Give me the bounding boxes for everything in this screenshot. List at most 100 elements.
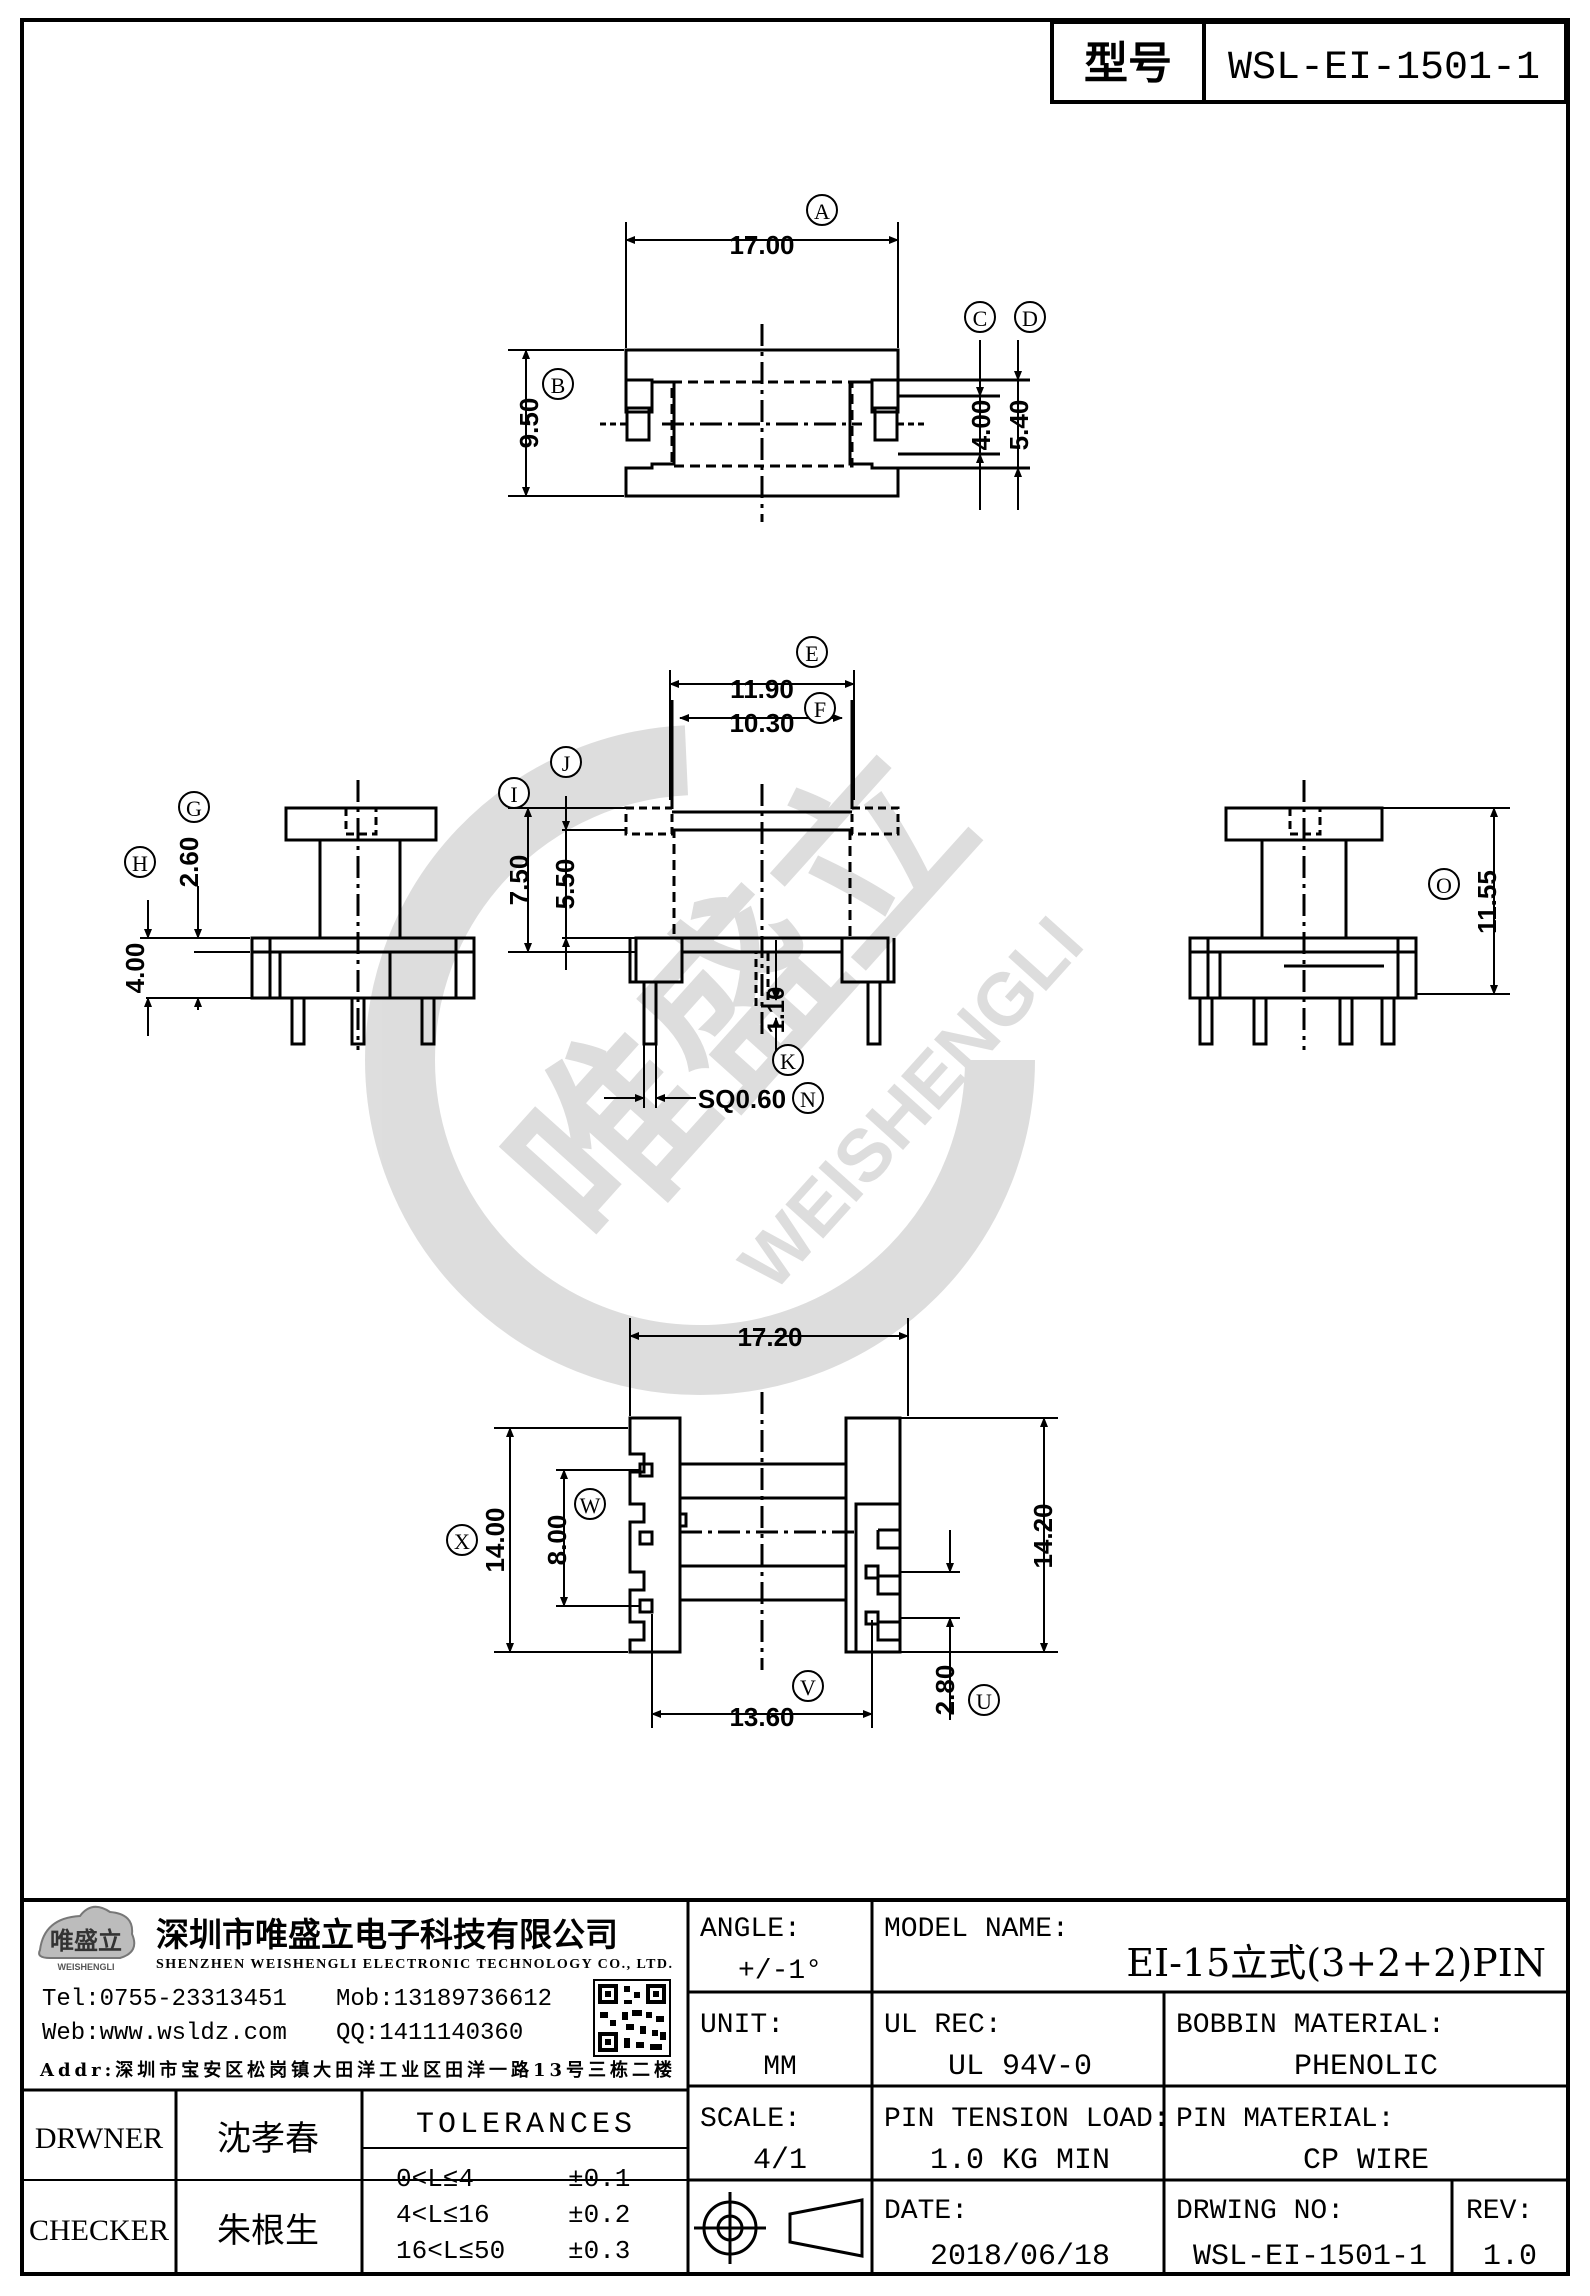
callout-x: X: [454, 1529, 470, 1554]
pin-material-label: PIN MATERIAL:: [1176, 2104, 1394, 2135]
model-value: EI-15立式(3+2+2)PIN: [1126, 1941, 1546, 1985]
dim-c: 4.00 C: [964, 301, 996, 510]
company-mob: Mob:13189736612: [336, 1986, 552, 2013]
title-block: [22, 1898, 1568, 2274]
callout-i: I: [510, 782, 517, 807]
company-logo-sub: WEISHENGLI: [57, 1962, 114, 1972]
dim-n: SQ0.60 N: [604, 1044, 824, 1114]
dim-k-value: 1.10: [763, 987, 790, 1034]
dim-c-value: 4.00: [966, 400, 996, 451]
callout-w: W: [580, 1493, 601, 1518]
dim-b-value: 9.50: [514, 398, 544, 449]
dim-i-value: 7.50: [504, 855, 534, 906]
dim-f: 10.30 F: [679, 692, 843, 738]
bobbin-value: PHENOLIC: [1294, 2050, 1438, 2084]
callout-g: G: [186, 796, 202, 821]
dim-right-h-value: 14.20: [1028, 1503, 1058, 1568]
dim-j: 5.50 J: [550, 746, 636, 970]
tol-row-3-tol: ±0.3: [568, 2236, 630, 2266]
drawer-value: 沈孝春: [217, 2119, 319, 2159]
callout-n: N: [800, 1087, 816, 1112]
dim-top-w-value: 17.20: [737, 1322, 802, 1352]
dim-b: 9.50 B: [508, 349, 624, 497]
dim-w-value: 8.00: [542, 1515, 572, 1566]
view-bottom: [628, 1392, 902, 1670]
tolerances-title: TOLERANCES: [416, 2108, 636, 2142]
tol-row-1-range: 0<L≤4: [396, 2164, 474, 2194]
view-top: [600, 324, 1030, 522]
drawer-label: DRWNER: [35, 2122, 163, 2155]
view-right-side: [1188, 780, 1418, 1050]
company-name-en: SHENZHEN WEISHENGLI ELECTRONIC TECHNOLOG…: [156, 1957, 672, 1972]
scale-value: 4/1: [753, 2144, 807, 2178]
unit-label: UNIT:: [700, 2010, 784, 2041]
checker-label: CHECKER: [29, 2214, 169, 2247]
qr-code: [593, 1979, 671, 2057]
date-value: 2018/06/18: [930, 2240, 1110, 2274]
company-addr: Addr:深圳市宝安区松岗镇大田洋工业区田洋一路13号三栋二楼: [39, 2059, 672, 2081]
unit-value: MM: [763, 2052, 797, 2083]
company-logo: 唯盛立 WEISHENGLI: [38, 1905, 136, 1972]
tension-value: 1.0 KG MIN: [930, 2144, 1110, 2178]
callout-j: J: [562, 751, 571, 776]
drawing-no-value: WSL-EI-1501-1: [1193, 2240, 1427, 2274]
dim-x: 14.00 X: [446, 1427, 628, 1653]
dim-top-w: 17.20: [629, 1318, 909, 1416]
dim-d-value: 5.40: [1004, 400, 1034, 451]
dim-o: 11.55 O: [1382, 807, 1510, 995]
projection-symbol: [694, 2192, 864, 2264]
view-left-side: [250, 780, 476, 1050]
angle-label: ANGLE:: [700, 1914, 801, 1945]
callout-e: E: [805, 641, 818, 666]
bobbin-label: BOBBIN MATERIAL:: [1176, 2010, 1445, 2041]
model-box-value: WSL-EI-1501-1: [1228, 46, 1540, 91]
rev-value: 1.0: [1483, 2240, 1537, 2274]
dim-u-value: 2.80: [930, 1665, 960, 1716]
company-name-cn: 深圳市唯盛立电子科技有限公司: [156, 1915, 618, 1954]
callout-b: B: [551, 373, 566, 398]
company-logo-text: 唯盛立: [50, 1926, 122, 1955]
dim-h-value: 4.00: [120, 943, 150, 994]
dim-n-value: SQ0.60: [698, 1084, 786, 1114]
scale-label: SCALE:: [700, 2104, 801, 2135]
company-web: Web:www.wsldz.com: [42, 2020, 287, 2047]
dim-g-value: 2.60: [174, 837, 204, 888]
callout-f: F: [814, 697, 826, 722]
tol-row-2-tol: ±0.2: [568, 2200, 630, 2230]
company-tel: Tel:0755-23313451: [42, 1986, 287, 2013]
tol-row-1-tol: ±0.1: [568, 2164, 630, 2194]
dim-w: 8.00 W: [542, 1469, 640, 1607]
dim-e: 11.90 E: [669, 636, 855, 800]
dim-f-value: 10.30: [729, 708, 794, 738]
view-front: [624, 700, 900, 1046]
dim-k: 1.10 K: [763, 940, 804, 1076]
callout-d: D: [1022, 306, 1038, 331]
tension-label: PIN TENSION LOAD:: [884, 2104, 1170, 2135]
callout-h: H: [132, 851, 148, 876]
pin-material-value: CP WIRE: [1303, 2144, 1429, 2178]
model-label: MODEL NAME:: [884, 1914, 1069, 1945]
dim-h: 4.00 H: [120, 846, 194, 1036]
angle-value: +/-1°: [738, 1956, 822, 1987]
date-label: DATE:: [884, 2196, 968, 2227]
dim-a-value: 17.00: [729, 230, 794, 260]
dim-a: 17.00 A: [625, 194, 899, 348]
tol-row-3-range: 16<L≤50: [396, 2236, 505, 2266]
model-box-label: 型号: [1084, 38, 1172, 89]
dim-v-value: 13.60: [729, 1702, 794, 1732]
callout-o: O: [1436, 873, 1452, 898]
dim-d: 5.40 D: [1004, 301, 1046, 510]
callout-a: A: [814, 199, 830, 224]
tol-row-2-range: 4<L≤16: [396, 2200, 490, 2230]
ul-label: UL REC:: [884, 2010, 1002, 2041]
dim-x-value: 14.00: [480, 1507, 510, 1572]
callout-c: C: [973, 306, 988, 331]
dim-j-value: 5.50: [550, 859, 580, 910]
dim-v: 13.60 V: [651, 1614, 873, 1732]
dim-g: 2.60 G: [174, 791, 290, 1010]
ul-value: UL 94V-0: [948, 2050, 1092, 2084]
callout-v: V: [800, 1675, 816, 1700]
callout-u: U: [976, 1689, 992, 1714]
sheet-border: [20, 18, 1570, 2276]
model-box: 型号 WSL-EI-1501-1: [1050, 20, 1568, 104]
